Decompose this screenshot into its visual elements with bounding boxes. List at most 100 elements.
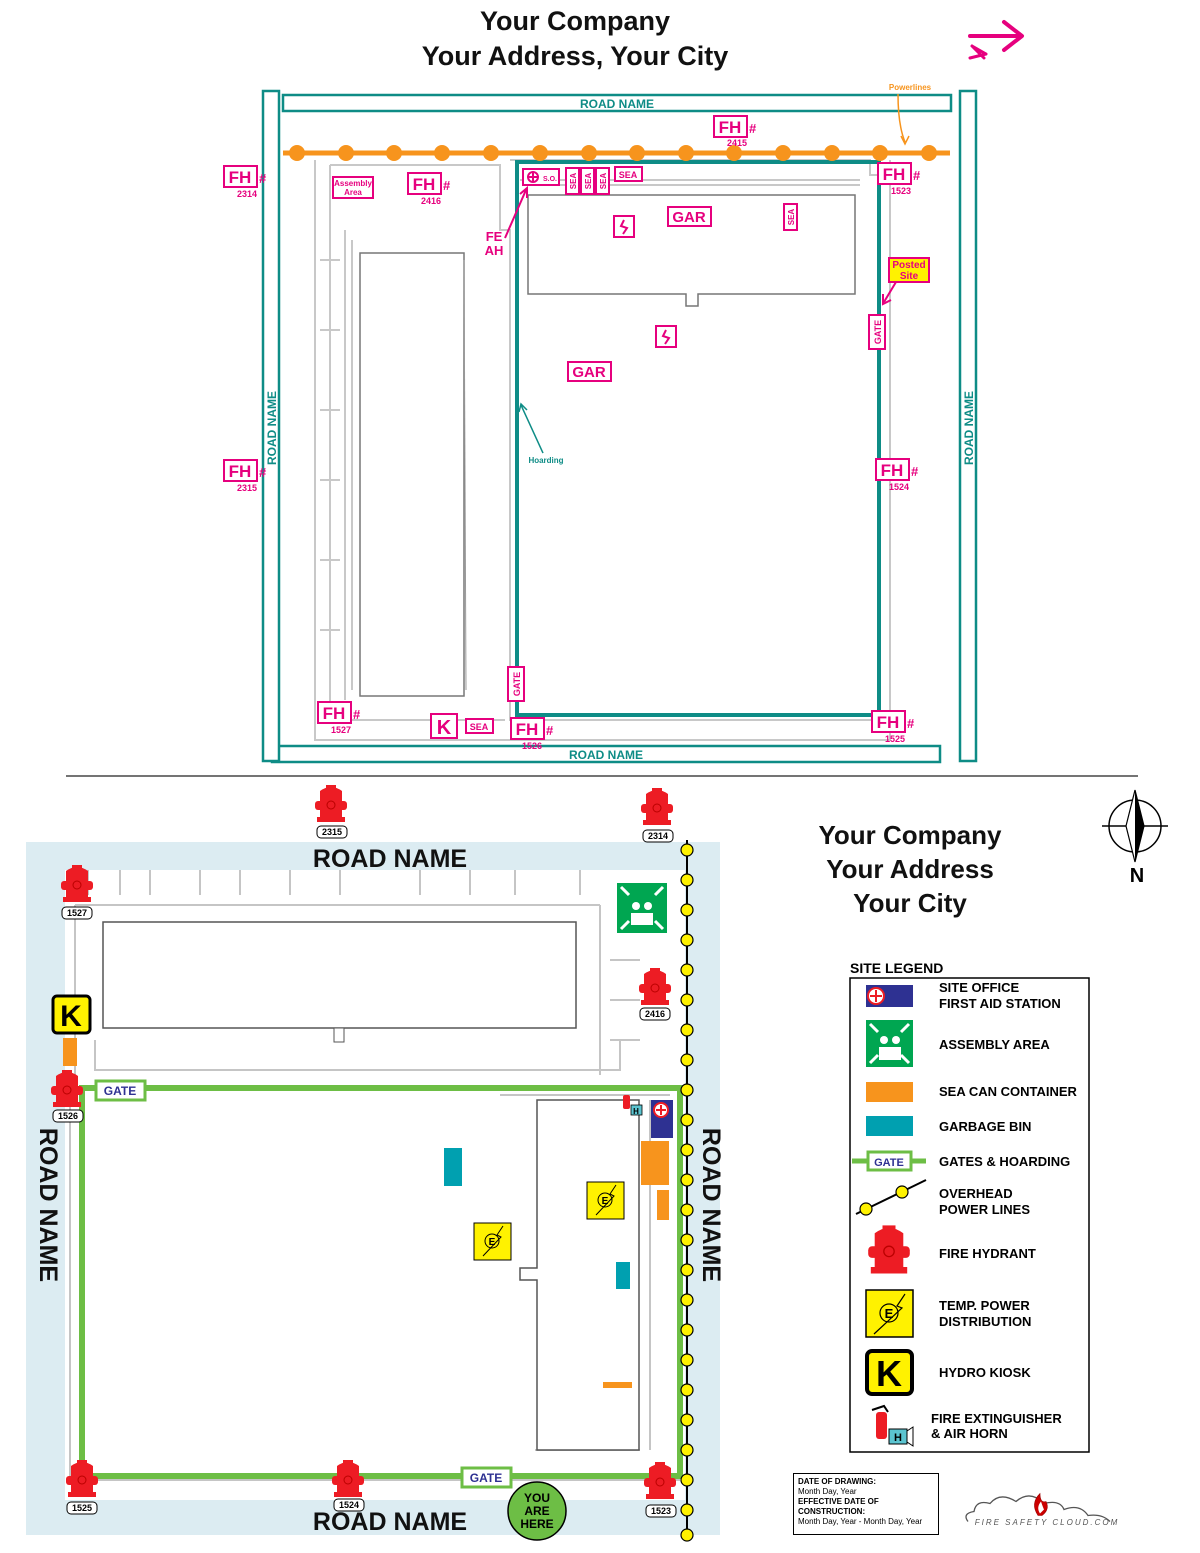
bottom-hydrant-1527: 1527 <box>60 864 94 920</box>
top-sea-1: SEA <box>569 173 578 190</box>
bottom-hydrant-2315: 2315 <box>314 784 348 839</box>
bottom-sea-can-1 <box>63 1038 77 1066</box>
hydro-kiosk-icon: K <box>865 1349 914 1396</box>
svg-text:H: H <box>633 1107 639 1116</box>
bottom-garbage-bin-2 <box>616 1262 630 1289</box>
legend-hydro-kiosk: HYDRO KIOSK <box>939 1365 1031 1380</box>
top-ah-label: AH <box>485 243 504 258</box>
top-north-arrow-icon <box>968 20 1024 60</box>
bottom-road-name-left: ROAD NAME <box>34 1128 62 1282</box>
fire-extinguisher-icon: H <box>871 1404 914 1447</box>
svg-text:H: H <box>894 1432 902 1444</box>
site-legend: GATE E K H SITE OFFICE FIRST AID STATION… <box>849 977 1090 1453</box>
top-powerlines-label: Powerlines <box>889 83 932 92</box>
legend-title: SITE LEGEND <box>850 960 944 976</box>
bottom-sea-can-4 <box>603 1382 632 1388</box>
sea-can-icon <box>866 1082 913 1102</box>
bottom-hydrant-1523: 1523 <box>643 1461 677 1518</box>
svg-text:FH: FH <box>881 461 904 480</box>
svg-text:#: # <box>259 171 267 186</box>
drawing-date-label: DATE OF DRAWING: <box>798 1477 877 1486</box>
svg-text:#: # <box>913 168 921 183</box>
bottom-hoarding <box>79 1085 683 1479</box>
top-fe-label: FE <box>486 229 503 244</box>
svg-text:1525: 1525 <box>885 734 905 744</box>
legend-fire-extinguisher-line2: & AIR HORN <box>931 1426 1008 1441</box>
top-hydrant-1527: FH # 1527 <box>317 701 361 735</box>
power-lines-icon <box>855 1179 927 1216</box>
drawing-info-box: DATE OF DRAWING: Month Day, Year EFFECTI… <box>793 1473 939 1535</box>
bottom-road-name-bottom: ROAD NAME <box>313 1508 467 1536</box>
svg-text:GATE: GATE <box>874 1157 904 1169</box>
garbage-bin-icon <box>866 1116 913 1136</box>
top-sea-6: SEA <box>470 722 489 732</box>
bottom-road-name-right: ROAD NAME <box>697 1128 725 1282</box>
logo-text: FIRE SAFETY CLOUD.COM <box>974 1518 1120 1527</box>
legend-garbage-bin: GARBAGE BIN <box>939 1119 1031 1134</box>
top-title-line1: Your Company <box>479 6 670 36</box>
assembly-area-icon <box>866 1020 913 1067</box>
svg-text:2314: 2314 <box>648 831 668 841</box>
fire-safety-cloud-logo <box>965 1492 1111 1522</box>
svg-text:FH: FH <box>229 168 252 187</box>
top-building-right <box>527 194 856 307</box>
svg-text:GATE: GATE <box>470 1471 502 1485</box>
svg-text:GATE: GATE <box>104 1084 136 1098</box>
top-title-line2: Your Address, Your City <box>421 41 729 71</box>
svg-text:1526: 1526 <box>58 1111 78 1121</box>
svg-text:1524: 1524 <box>339 1500 359 1510</box>
svg-text:#: # <box>749 121 757 136</box>
legend-temp-power-line1: TEMP. POWER <box>939 1298 1030 1313</box>
svg-text:E: E <box>602 1196 609 1207</box>
legend-power-lines-line1: OVERHEAD <box>939 1186 1013 1201</box>
top-site-map: ROAD NAME ROAD NAME ROAD NAME ROAD NAME … <box>66 83 1138 777</box>
bottom-powerline <box>680 840 694 1542</box>
legend-power-lines-line2: POWER LINES <box>939 1202 1030 1217</box>
svg-text:2416: 2416 <box>645 1009 665 1019</box>
gate-hoarding-icon: GATE <box>852 1150 926 1172</box>
top-hydrant-1524: FH # 1524 <box>875 458 919 492</box>
bottom-hydrant-1526: 1526 <box>50 1069 84 1123</box>
svg-text:#: # <box>911 464 919 479</box>
bottom-hydrant-2416: 2416 <box>638 967 672 1021</box>
bottom-gate-bottom: GATE <box>460 1466 513 1489</box>
svg-text:ARE: ARE <box>524 1504 549 1518</box>
top-powerline <box>283 145 950 161</box>
you-are-here-marker: YOU ARE HERE <box>507 1481 567 1541</box>
top-hydrant-1525: FH # 1525 <box>871 710 915 744</box>
legend-sea-can: SEA CAN CONTAINER <box>939 1084 1078 1099</box>
top-gate-2: GATE <box>512 672 522 696</box>
top-sea-5: SEA <box>787 209 796 226</box>
effective-date-label-line1: EFFECTIVE DATE OF <box>798 1497 879 1506</box>
bottom-sea-can-2 <box>641 1141 669 1185</box>
svg-text:2315: 2315 <box>237 483 257 493</box>
svg-text:K: K <box>876 1353 902 1394</box>
top-hydrant-2415: FH # 2415 <box>713 115 757 148</box>
svg-text:E: E <box>489 1237 496 1248</box>
svg-text:FH: FH <box>883 165 906 184</box>
bottom-title-line1: Your Company <box>818 820 1002 850</box>
bottom-hydrant-2314: 2314 <box>640 787 674 843</box>
svg-text:1523: 1523 <box>651 1506 671 1516</box>
bottom-gate-left: GATE <box>94 1079 147 1102</box>
top-roads <box>261 89 978 764</box>
svg-text:#: # <box>353 707 361 722</box>
top-so-label: S.O. <box>543 176 557 183</box>
legend-fire-hydrant: FIRE HYDRANT <box>939 1246 1036 1261</box>
svg-text:FH: FH <box>719 118 742 137</box>
top-road-name-left: ROAD NAME <box>265 391 279 465</box>
svg-text:1524: 1524 <box>889 482 909 492</box>
svg-text:#: # <box>546 723 554 738</box>
top-annotations <box>332 166 897 739</box>
legend-temp-power-line2: DISTRIBUTION <box>939 1314 1031 1329</box>
top-road-name-right: ROAD NAME <box>962 391 976 465</box>
svg-text:#: # <box>259 465 267 480</box>
svg-text:1523: 1523 <box>891 186 911 196</box>
top-hoarding-label: Hoarding <box>528 456 563 465</box>
top-hoarding <box>515 160 881 717</box>
svg-text:N: N <box>1130 865 1144 886</box>
effective-date-label-line2: CONSTRUCTION: <box>798 1507 866 1516</box>
bottom-site-office-icon <box>651 1100 673 1138</box>
svg-text:FH: FH <box>229 462 252 481</box>
bottom-sea-can-3 <box>657 1190 669 1220</box>
